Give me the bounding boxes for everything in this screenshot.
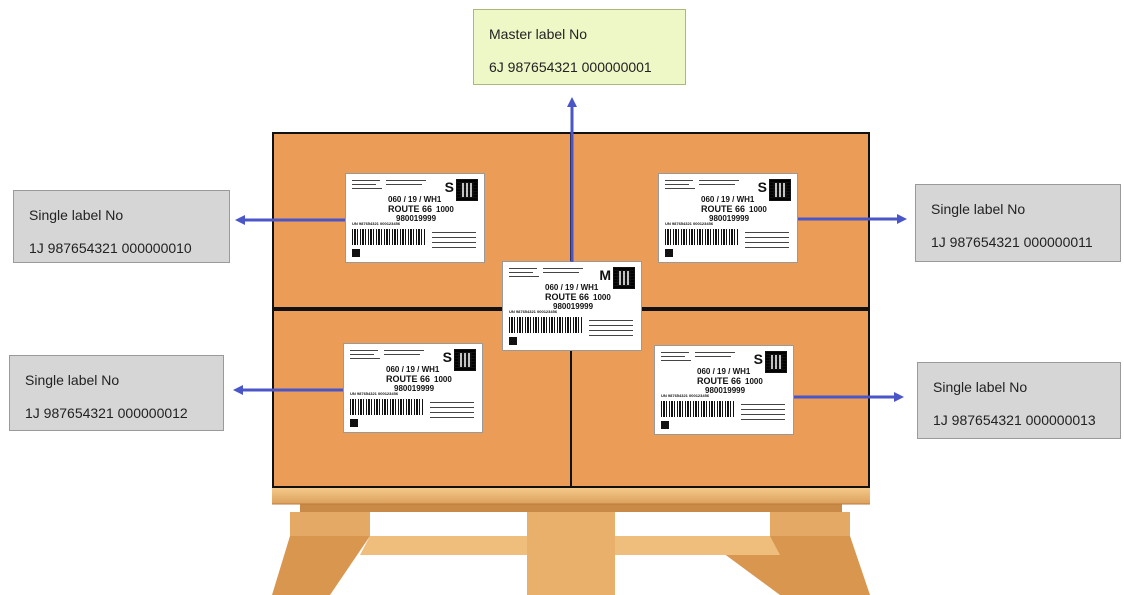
callout-master-label: Master label No 6J 987654321 000000001 [473, 9, 686, 85]
callout-number: 1J 987654321 000000013 [933, 413, 1096, 427]
callout-number: 1J 987654321 000000012 [25, 406, 188, 420]
callout-number: 6J 987654321 000000001 [489, 60, 652, 74]
callout-title: Single label No [933, 380, 1027, 394]
callout-number: 1J 987654321 000000011 [931, 235, 1093, 249]
callout-title: Single label No [931, 202, 1025, 216]
callout-single-label-top-right: Single label No 1J 987654321 000000011 [915, 184, 1121, 262]
callout-single-label-bottom-right: Single label No 1J 987654321 000000013 [917, 362, 1121, 439]
callout-single-label-bottom-left: Single label No 1J 987654321 000000012 [9, 355, 224, 431]
callout-title: Master label No [489, 27, 587, 41]
callout-single-label-top-left: Single label No 1J 987654321 000000010 [13, 190, 230, 263]
callout-number: 1J 987654321 000000010 [29, 241, 192, 255]
callout-title: Single label No [29, 208, 123, 222]
callout-title: Single label No [25, 373, 119, 387]
